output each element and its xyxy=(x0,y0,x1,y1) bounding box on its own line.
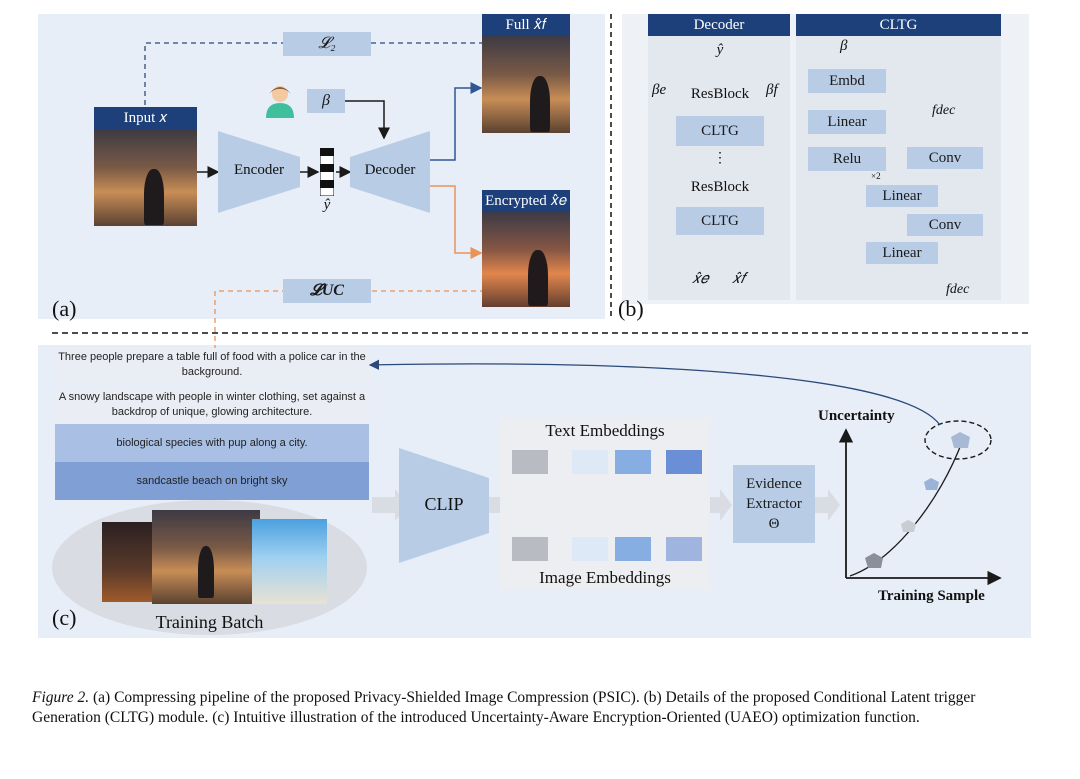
image-embeddings-label: Image Embeddings xyxy=(539,568,671,587)
image-embedding-1 xyxy=(512,537,548,561)
evidence-extractor-box: Evidence Extractor Θ xyxy=(733,465,815,543)
cltg-linear-2: Linear xyxy=(866,185,938,207)
figure-caption: Figure 2. (a) Compressing pipeline of th… xyxy=(32,688,1042,728)
clip-label: CLIP xyxy=(424,494,464,514)
image-embedding-4 xyxy=(666,537,702,561)
evidence-line-1: Evidence xyxy=(746,476,802,492)
text-embedding-1 xyxy=(512,450,548,474)
text-embeddings-label: Text Embeddings xyxy=(545,421,665,440)
cltg-conv-2: Conv xyxy=(907,214,983,236)
beta-e-label: βe xyxy=(652,82,667,98)
decoder-block xyxy=(350,131,430,213)
text-embedding-3 xyxy=(615,450,651,474)
decoder-label: Decoder xyxy=(364,162,416,178)
decoder-header: Decoder xyxy=(648,14,790,36)
beta-box: β xyxy=(307,89,345,113)
latent-label: ŷ xyxy=(323,197,331,213)
embeddings-area xyxy=(500,418,710,590)
panel-c-letter: (c) xyxy=(52,605,77,630)
uncertainty-axis-label: Uncertainty xyxy=(818,408,895,424)
encrypted-header: Encrypted 𝑥̂𝑒 xyxy=(482,190,570,212)
beta-f-label: βf xyxy=(766,82,778,98)
evidence-line-3: Θ xyxy=(768,516,780,532)
full-header: Full 𝑥̂𝑓 xyxy=(482,14,570,36)
decoder-cltg-1: CLTG xyxy=(676,116,764,146)
input-image xyxy=(94,129,197,226)
training-batch-label: Training Batch xyxy=(155,612,264,632)
latent-bar xyxy=(319,147,335,197)
caption-2: A snowy landscape with people in winter … xyxy=(55,387,369,423)
embd-box: Embd xyxy=(808,69,886,93)
relu-box: Relu xyxy=(808,147,886,171)
caption-1: Three people prepare a table full of foo… xyxy=(55,348,369,382)
decoder-cltg-2: CLTG xyxy=(676,207,764,235)
cltg-conv-1: Conv xyxy=(907,147,983,169)
panel-a-letter: (a) xyxy=(52,296,77,321)
panel-b-letter: (b) xyxy=(618,296,644,321)
caption-3: biological species with pup along a city… xyxy=(55,424,369,462)
figure-caption-text: (a) Compressing pipeline of the proposed… xyxy=(32,689,976,726)
decoder-dots: ⋮ xyxy=(713,151,727,166)
decoder-detail-bg xyxy=(648,36,790,300)
user-icon xyxy=(265,84,295,118)
repeat-x2: ×2 xyxy=(871,171,881,181)
batch-image-3 xyxy=(252,519,327,604)
loss-l2-label: 𝓛₂ xyxy=(283,32,371,56)
input-header: Input 𝑥 xyxy=(94,107,197,129)
text-embedding-4 xyxy=(666,450,702,474)
resblock-2: ResBlock xyxy=(690,179,750,195)
resblock-1: ResBlock xyxy=(690,86,750,102)
image-embedding-2 xyxy=(572,537,608,561)
loss-luc-label: 𝓛UC xyxy=(283,279,371,303)
output-xe: 𝑥̂𝑒 xyxy=(692,271,709,287)
training-sample-axis-label: Training Sample xyxy=(878,588,985,604)
cltg-beta-in: β xyxy=(840,38,848,54)
encoder-label: Encoder xyxy=(234,162,284,178)
batch-image-2 xyxy=(152,510,260,604)
encoder-block xyxy=(218,131,300,213)
fdec-out: fdec xyxy=(946,282,970,297)
caption-4: sandcastle beach on bright sky xyxy=(55,462,369,500)
encrypted-output-image xyxy=(482,212,570,307)
fdec-in: fdec xyxy=(932,103,956,118)
cltg-header: CLTG xyxy=(796,14,1001,36)
image-embedding-3 xyxy=(615,537,651,561)
point-low xyxy=(865,553,883,568)
cltg-linear-3: Linear xyxy=(866,242,938,264)
cltg-linear-1: Linear xyxy=(808,110,886,134)
full-output-image xyxy=(482,36,570,133)
decoder-y-hat: ŷ xyxy=(716,42,724,58)
evidence-line-2: Extractor xyxy=(746,496,802,512)
clip-block xyxy=(399,448,489,563)
figure-caption-prefix: Figure 2. xyxy=(32,689,90,706)
text-embedding-2 xyxy=(572,450,608,474)
output-xf: 𝑥̂𝑓 xyxy=(732,271,746,287)
